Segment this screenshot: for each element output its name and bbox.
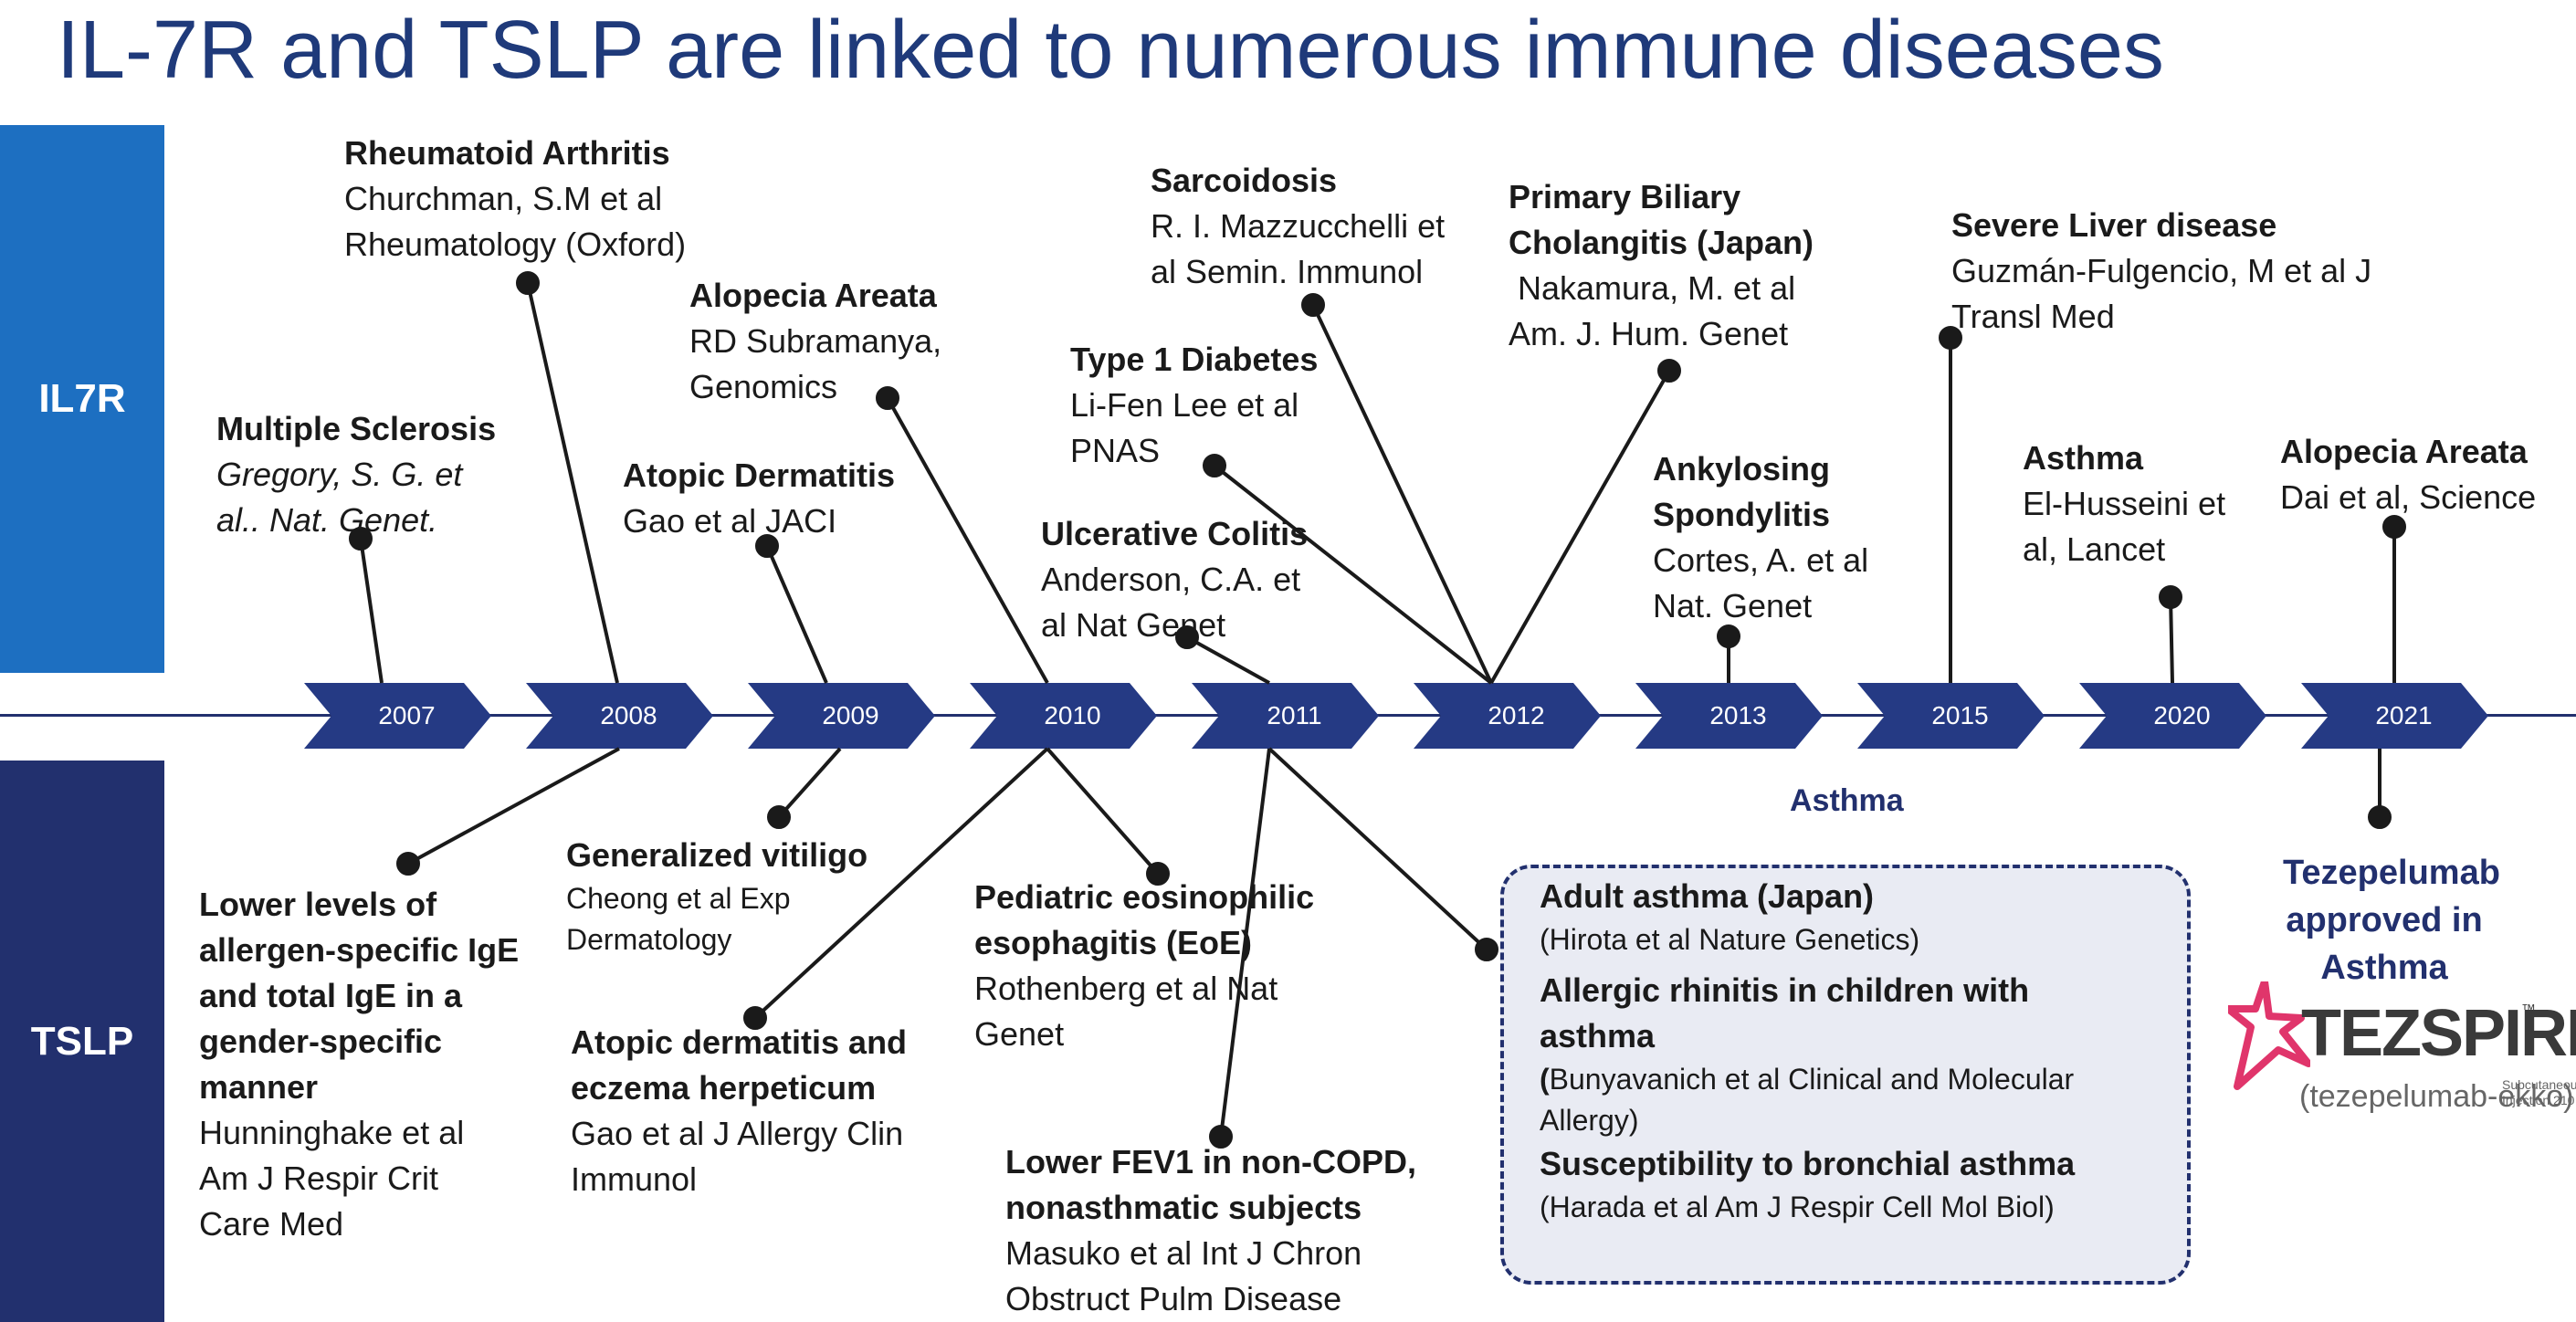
connector-t1d <box>1213 464 1493 685</box>
asthma-group-label: Asthma <box>1790 783 1904 818</box>
page-title: IL-7R and TSLP are linked to numerous im… <box>57 5 2164 96</box>
year-arrow-2011: 2011 <box>1192 683 1379 749</box>
event-alopecia-areata-2021: Alopecia Areata Dai et al, Science <box>2280 433 2537 516</box>
tslp-band: TSLP <box>0 761 164 1322</box>
event-ankylosing-spondylitis: Ankylosing Spondylitis Cortes, A. et al … <box>1653 450 1869 624</box>
year-arrow-2008: 2008 <box>526 683 713 749</box>
connector-pbc <box>1489 370 1671 684</box>
connector-eoe <box>1046 747 1160 876</box>
connector-ad <box>765 545 828 684</box>
connector-dot-sld <box>1939 326 1962 350</box>
connector-adeh <box>753 747 1049 1020</box>
event-multiple-sclerosis: Multiple Sclerosis Gregory, S. G. et al.… <box>216 410 497 539</box>
il7r-band: IL7R <box>0 125 164 673</box>
connector-dot-tezepelumab <box>2368 805 2392 829</box>
connector-dot-sarc <box>1301 293 1325 317</box>
event-primary-biliary-cholangitis: Primary Biliary Cholangitis (Japan) Naka… <box>1509 178 1814 352</box>
connector-dot-ms <box>349 527 373 551</box>
event-asthma-2020: Asthma El-Husseini et al, Lancet <box>2023 439 2226 568</box>
connector-dot-asthma <box>2159 585 2182 609</box>
connector-dot-ad <box>755 534 779 558</box>
tezspire-generic-name: (tezepelumab-ekko) <box>2299 1079 2574 1114</box>
event-lower-fev1: Lower FEV1 in non-COPD, nonasthmatic sub… <box>1005 1143 1417 1317</box>
connector-dot-pbc <box>1657 359 1681 383</box>
connector-dot-fev1 <box>1209 1125 1233 1149</box>
year-arrow-2020: 2020 <box>2079 683 2266 749</box>
event-rheumatoid-arthritis: Rheumatoid Arthritis Churchman, S.M et a… <box>344 134 687 263</box>
tezspire-logo-mark <box>2228 981 2310 1090</box>
asthma-box-content: Adult asthma (Japan) (Hirota et al Natur… <box>1540 877 2076 1223</box>
event-generalized-vitiligo: Generalized vitiligo Cheong et al Exp De… <box>566 836 868 956</box>
year-arrow-2009: 2009 <box>748 683 935 749</box>
connector-ra <box>526 282 619 684</box>
connector-dot-uc <box>1175 625 1199 649</box>
tezepelumab-approval-note: Tezepelumab approved in Asthma <box>2283 854 2500 987</box>
event-atopic-dermatitis-eczema: Atopic dermatitis and eczema herpeticum … <box>571 1023 908 1198</box>
tezspire-trademark: ™ <box>2521 1002 2536 1018</box>
event-sarcoidosis: Sarcoidosis R. I. Mazzucchelli et al Sem… <box>1151 162 1446 290</box>
asthma-studies-box <box>1500 865 2191 1285</box>
event-type-1-diabetes: Type 1 Diabetes Li-Fen Lee et al PNAS <box>1070 341 1319 469</box>
year-arrow-2007: 2007 <box>304 683 491 749</box>
connector-dot-adeh <box>743 1006 767 1030</box>
connector-uc <box>1186 635 1270 685</box>
event-severe-liver-disease: Severe Liver disease Guzmán-Fulgencio, M… <box>1951 206 2372 335</box>
connector-dot-vit <box>767 805 791 829</box>
connector-asthma <box>2169 596 2174 684</box>
connector-vit <box>777 747 842 819</box>
connector-aa <box>886 397 1049 684</box>
year-arrow-2021: 2021 <box>2301 683 2488 749</box>
year-arrow-2012: 2012 <box>1414 683 1601 749</box>
connector-dot-aa <box>876 386 899 410</box>
year-arrow-2015: 2015 <box>1857 683 2045 749</box>
event-pediatric-eoe: Pediatric eosinophilic esophagitis (EoE)… <box>974 878 1315 1053</box>
connector-sarc <box>1311 304 1493 684</box>
connector-dot-ra <box>516 271 540 295</box>
connector-dot-eoe <box>1146 862 1170 886</box>
event-ulcerative-colitis: Ulcerative Colitis Anderson, C.A. et al … <box>1041 515 1309 644</box>
connector-fev1 <box>1219 748 1271 1138</box>
connector-dot-asthma-box <box>1475 938 1498 961</box>
connector-dot-t1d <box>1203 454 1226 477</box>
connector-dot-as <box>1717 624 1740 648</box>
event-alopecia-areata-2010: Alopecia Areata RD Subramanya, Genomics <box>689 277 942 405</box>
tezspire-logo-wordmark: TEZSPIRE <box>2301 997 2576 1070</box>
connector-ms <box>359 538 384 684</box>
event-lower-ige: Lower levels of allergen-specific IgE an… <box>199 886 520 1243</box>
connector-asthma-box <box>1267 747 1488 951</box>
year-arrow-2013: 2013 <box>1635 683 1823 749</box>
connector-dot-aa2021 <box>2382 515 2406 539</box>
connector-dot-ige <box>396 852 420 876</box>
event-atopic-dermatitis: Atopic Dermatitis Gao et al JACI <box>623 456 896 540</box>
connector-ige <box>407 747 620 866</box>
tezspire-dosage-note: Subcutaneous Injection 210 mg <box>2502 1077 2576 1107</box>
year-arrow-2010: 2010 <box>970 683 1157 749</box>
